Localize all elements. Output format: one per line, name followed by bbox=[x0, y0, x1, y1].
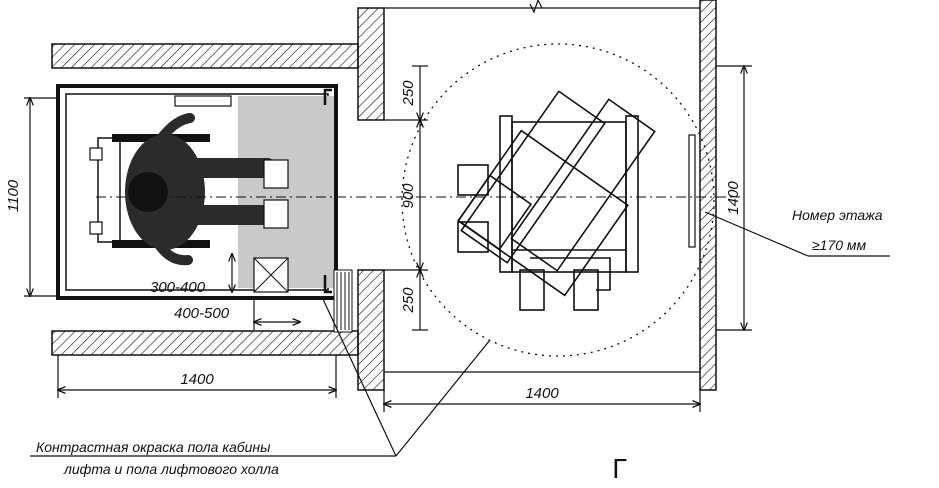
shaft-wall-top bbox=[51, 43, 359, 69]
hall-wall-right bbox=[699, 0, 717, 391]
shaft-wall-bottom-right bbox=[357, 269, 385, 391]
dim-hall-depth: 1400 bbox=[725, 181, 742, 215]
note-contrast-line2: лифта и пола лифтового холла bbox=[63, 461, 279, 477]
elevator-cabin bbox=[56, 84, 338, 300]
dim-hall-width: 1400 bbox=[525, 385, 559, 402]
dim-panel-offset: 400-500 bbox=[174, 305, 230, 322]
shaft-wall-bottom bbox=[51, 330, 359, 356]
dim-wall-segment-top: 250 bbox=[400, 80, 417, 107]
turning-circle bbox=[401, 43, 715, 357]
floor-number-plate bbox=[688, 134, 696, 248]
dim-door-width: 900 bbox=[400, 183, 417, 209]
contrast-floor-entrance bbox=[333, 269, 353, 333]
handrail-top bbox=[174, 95, 232, 107]
shaft-wall-top-right bbox=[357, 7, 385, 121]
dimension-lines bbox=[24, 66, 890, 457]
walls bbox=[51, 0, 717, 391]
dim-panel-height: 300-400 bbox=[150, 279, 206, 296]
dim-cabin-depth: 1400 bbox=[180, 371, 214, 388]
figure-letter: Г bbox=[612, 455, 628, 485]
dim-cabin-width: 1100 bbox=[5, 179, 22, 212]
wheelchair-user-icon bbox=[89, 113, 289, 266]
dim-wall-segment-bottom: 250 bbox=[400, 287, 417, 314]
note-contrast-line1: Контрастная окраска пола кабины bbox=[36, 439, 271, 455]
contrast-floor-cabin bbox=[238, 96, 334, 288]
wheelchair-outline-straight-icon bbox=[457, 115, 639, 311]
note-floor-number-title: Номер этажа bbox=[792, 207, 883, 223]
note-floor-number-size: ≥170 мм bbox=[812, 237, 867, 253]
